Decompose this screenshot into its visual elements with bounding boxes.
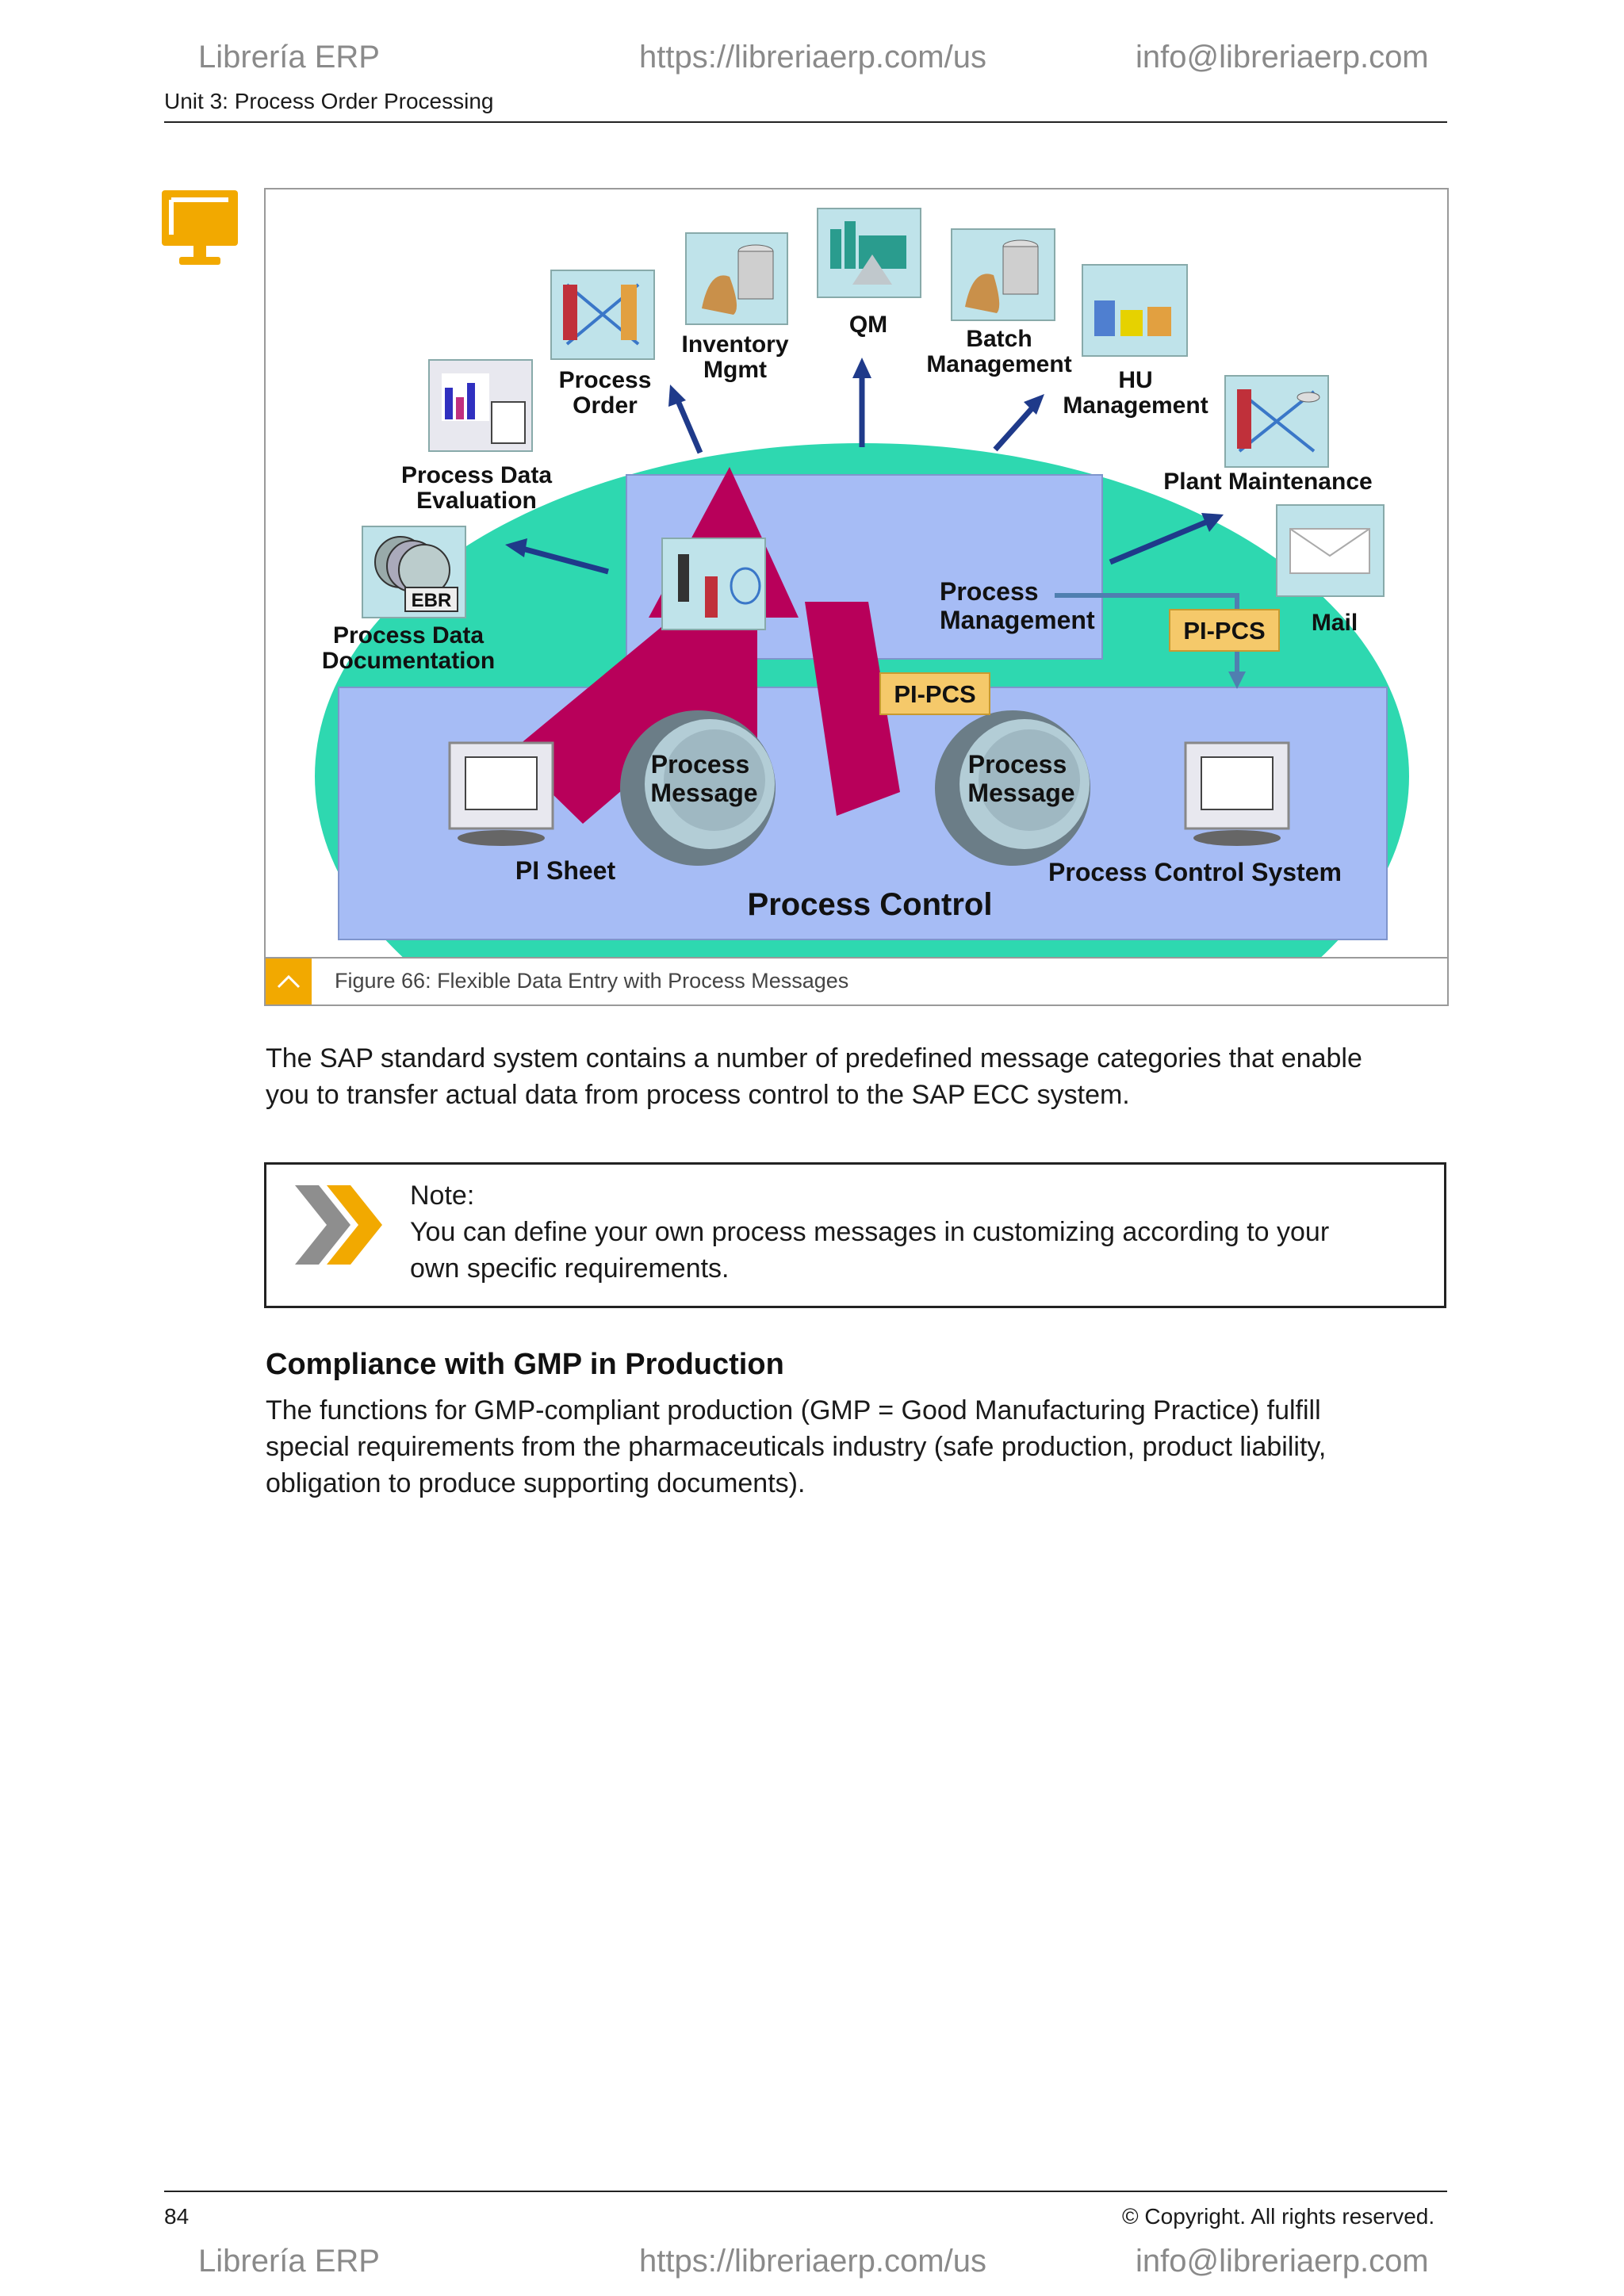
- batch-icon: [951, 228, 1055, 321]
- presentation-icon: [162, 190, 238, 265]
- footer-email[interactable]: info@libreriaerp.com: [1136, 2244, 1429, 2279]
- process-management-label-2: Management: [940, 606, 1095, 634]
- note-title: Note:: [410, 1181, 475, 1211]
- pi-sheet-icon: [448, 741, 554, 846]
- process-order-label-1: Process: [559, 367, 652, 393]
- process-management-icon: [661, 538, 766, 630]
- batch-label-1: Batch: [966, 326, 1032, 352]
- note-line-1: You can define your own process messages…: [410, 1217, 1330, 1247]
- figure-frame: QM Inventory Mgmt Batch Management Proce…: [264, 188, 1449, 1109]
- batch-label-2: Management: [926, 351, 1071, 377]
- gmp-line-2: special requirements from the pharmaceut…: [266, 1432, 1327, 1462]
- process-message-disc-right: [935, 710, 1090, 866]
- process-order-icon: [550, 270, 655, 360]
- ebr-icon: [362, 526, 466, 618]
- plant-maintenance-label: Plant Maintenance: [1163, 469, 1372, 495]
- hu-label-1: HU: [1118, 367, 1152, 393]
- footer-url[interactable]: https://libreriaerp.com/us: [639, 2244, 986, 2279]
- footer-rule: [164, 2191, 1447, 2192]
- hu-label-2: Management: [1063, 392, 1208, 419]
- copyright: © Copyright. All rights reserved.: [1122, 2204, 1435, 2229]
- process-order-label-2: Order: [573, 392, 638, 419]
- caption-divider: [266, 957, 1447, 959]
- inventory-label-1: Inventory: [681, 331, 788, 358]
- footer-brand: Librería ERP: [198, 2244, 380, 2279]
- gmp-line-1: The functions for GMP-compliant producti…: [266, 1395, 1321, 1425]
- page-number: 84: [164, 2204, 190, 2229]
- pi-pcs-label-right: PI-PCS: [1183, 617, 1265, 645]
- plant-maintenance-icon: [1224, 375, 1329, 468]
- pi-pcs-tag-center: [879, 672, 990, 715]
- message-right-label-2: Message: [967, 779, 1074, 807]
- integration-arrows: [505, 358, 1224, 575]
- intro-paragraph: The SAP standard system contains a numbe…: [266, 1040, 1455, 1113]
- pde-eval-label-2: Evaluation: [416, 488, 537, 514]
- header-url[interactable]: https://libreriaerp.com/us: [639, 40, 986, 75]
- process-control-label: Process Control: [748, 887, 993, 922]
- qm-icon: [817, 208, 921, 298]
- note-line-2: own specific requirements.: [410, 1253, 730, 1284]
- header-email[interactable]: info@libreriaerp.com: [1136, 40, 1429, 75]
- gmp-line-3: obligation to produce supporting documen…: [266, 1468, 806, 1498]
- pi-sheet-label: PI Sheet: [515, 856, 616, 885]
- ebr-label: EBR: [412, 590, 452, 611]
- process-message-disc-left: [620, 710, 776, 866]
- process-messages-diagram: QM Inventory Mgmt Batch Management Proce…: [315, 208, 1409, 1109]
- pi-pcs-tag-right: [1169, 609, 1280, 652]
- qm-label: QM: [849, 312, 887, 338]
- pi-pcs-label-center: PI-PCS: [894, 680, 975, 708]
- process-control-system-icon: [1184, 741, 1290, 846]
- inventory-icon: [685, 232, 788, 325]
- chevron-up-icon: [277, 974, 301, 989]
- pcs-label: Process Control System: [1048, 858, 1342, 886]
- hu-icon: [1082, 264, 1188, 357]
- unit-title: Unit 3: Process Order Processing: [164, 89, 494, 113]
- pdd-label-1: Process Data: [333, 622, 484, 649]
- note-text: You can define your own process messages…: [410, 1214, 1433, 1287]
- gmp-paragraph: The functions for GMP-compliant producti…: [266, 1392, 1455, 1502]
- inventory-label-2: Mgmt: [703, 357, 767, 383]
- mail-icon: [1276, 504, 1385, 597]
- process-data-evaluation-icon: [428, 359, 533, 452]
- note-chevron-icon: [295, 1185, 382, 1265]
- message-left-label-2: Message: [650, 779, 757, 807]
- header-rule: [164, 121, 1447, 123]
- mail-label: Mail: [1312, 610, 1358, 636]
- section-heading: Compliance with GMP in Production: [266, 1348, 784, 1381]
- note-box: Note: You can define your own process me…: [264, 1162, 1446, 1308]
- figure-caption: Figure 66: Flexible Data Entry with Proc…: [335, 969, 849, 993]
- process-management-label-1: Process: [940, 577, 1039, 606]
- pde-eval-label-1: Process Data: [401, 462, 552, 488]
- pi-pcs-link-head: [1228, 672, 1246, 689]
- message-left-label-1: Process: [651, 750, 750, 779]
- header-brand: Librería ERP: [198, 40, 380, 75]
- intro-line-1: The SAP standard system contains a numbe…: [266, 1043, 1362, 1073]
- intro-line-2: you to transfer actual data from process…: [266, 1080, 1130, 1110]
- message-right-label-1: Process: [968, 750, 1067, 779]
- collapse-figure-button[interactable]: [266, 959, 312, 1004]
- pdd-label-2: Documentation: [322, 648, 495, 674]
